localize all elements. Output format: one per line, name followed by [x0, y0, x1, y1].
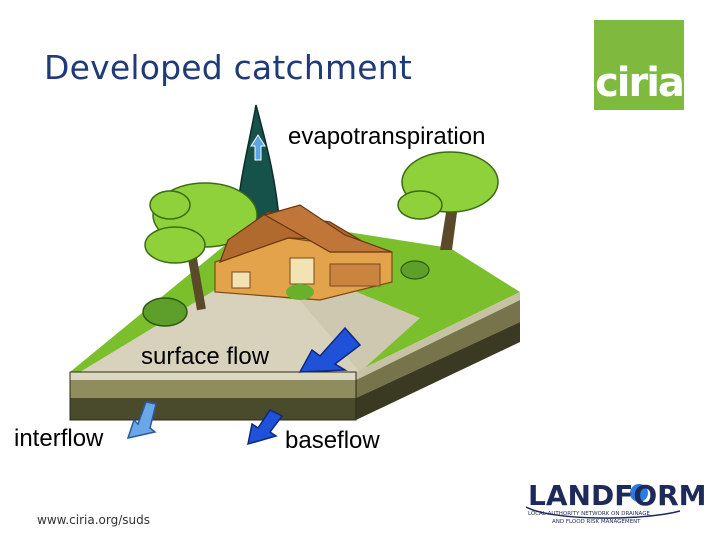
landform-tagline-2: AND FLOOD RISK MANAGEMENT [552, 519, 641, 525]
up-arrow-icon [250, 134, 266, 161]
baseflow-label: baseflow [285, 427, 380, 454]
baseflow-arrow-icon [247, 409, 284, 446]
house [214, 204, 393, 301]
ciria-logo: ciria [594, 20, 685, 110]
landform-tagline-1: LOCAL AUTHORITY NETWORK ON DRAINAGE [528, 511, 650, 517]
soil-side-mid [356, 300, 520, 398]
interflow-label: interflow [14, 425, 104, 452]
soil-top-layer [70, 372, 356, 380]
ciria-logo-text: ciria [595, 60, 685, 106]
water-drop-icon [630, 484, 648, 502]
surface-flow-label: surface flow [141, 343, 270, 370]
footer-url[interactable]: www.ciria.org/suds [37, 513, 150, 527]
paved-area [80, 290, 360, 372]
evapotranspiration-label: evapotranspiration [288, 123, 486, 150]
page-title: Developed catchment [44, 48, 413, 87]
interflow-arrow-icon [126, 401, 157, 440]
landform-wordmark: LANDFORM [528, 479, 707, 512]
left-tree [142, 182, 258, 327]
right-tree [397, 151, 499, 280]
surface-flow-arrow-icon [298, 326, 362, 373]
soil-mid-layer [70, 380, 356, 398]
soil-side-top [356, 292, 520, 380]
landform-logo: LANDFORM LOCAL AUTHORITY NETWORK ON DRAI… [522, 477, 707, 529]
soil-side-deep [356, 322, 520, 420]
soil-deep-layer [70, 398, 356, 420]
driveway [300, 285, 420, 372]
